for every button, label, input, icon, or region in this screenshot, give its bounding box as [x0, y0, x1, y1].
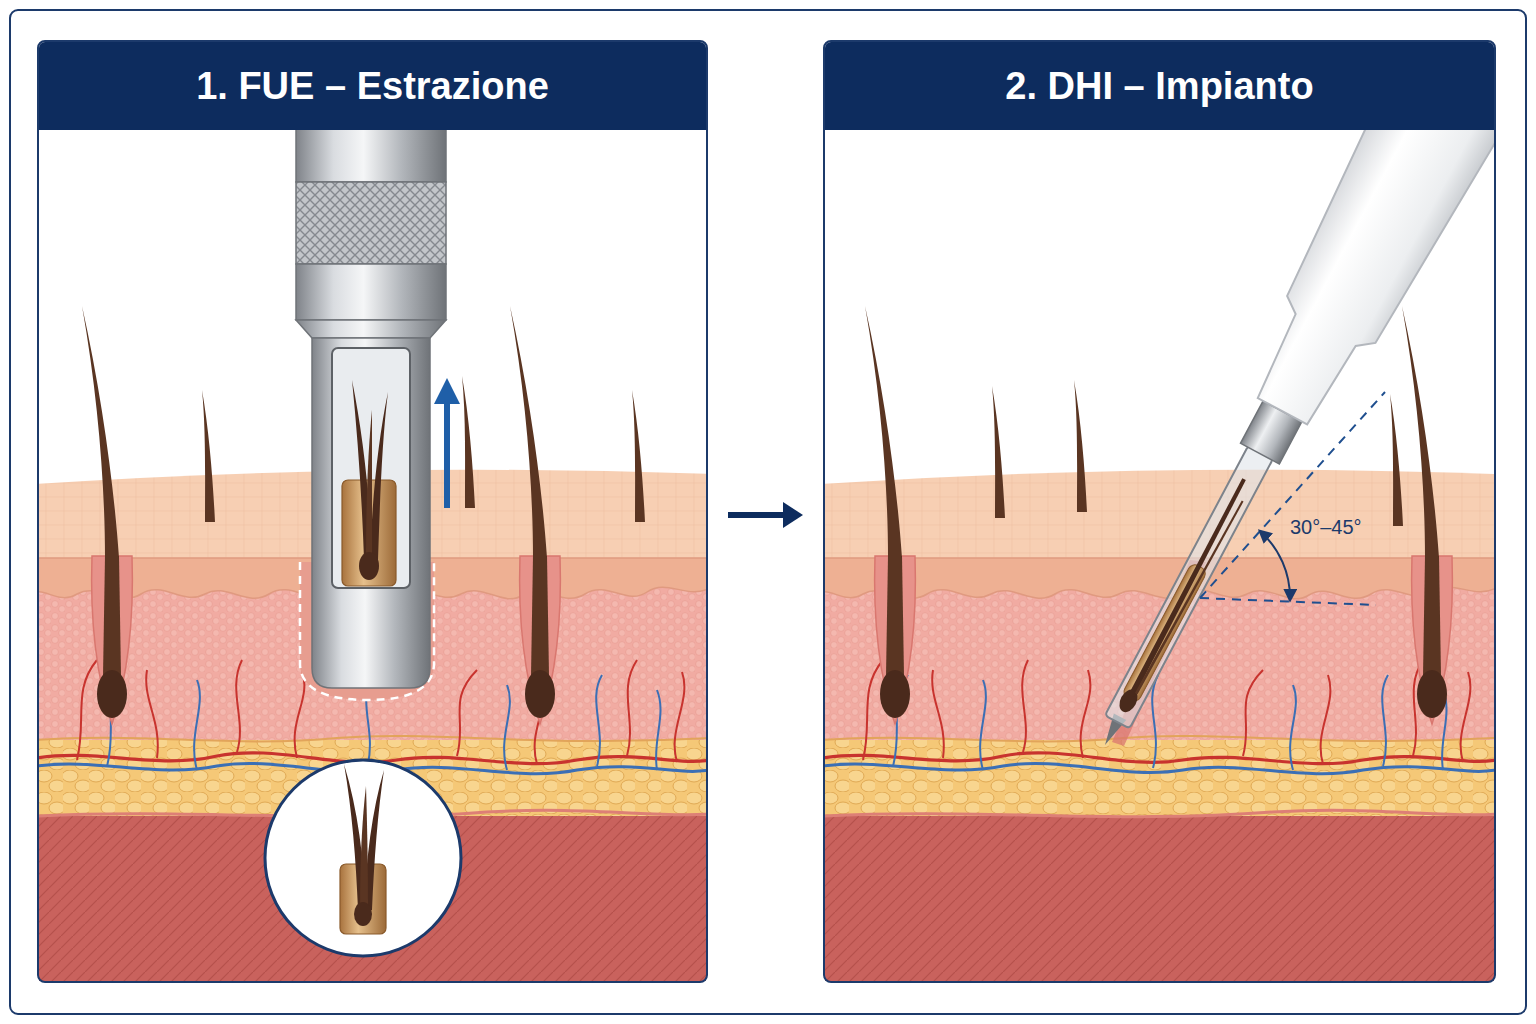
- panel-title: 2. DHI – Impianto: [1005, 65, 1313, 108]
- angle-arc: [1260, 531, 1290, 600]
- panel-header: 2. DHI – Impianto: [825, 42, 1494, 130]
- panel-title: 1. FUE – Estrazione: [196, 65, 549, 108]
- panel-header: 1. FUE – Estrazione: [39, 42, 706, 130]
- flow-arrow: [728, 502, 803, 528]
- hair-shaft: [462, 376, 475, 508]
- hair-follicle: [865, 306, 915, 724]
- panel-box: 1. FUE – Estrazione: [37, 40, 708, 983]
- skin-section: [825, 470, 1494, 981]
- outer-frame: [10, 10, 1526, 1014]
- punch-tool: [296, 128, 446, 688]
- extraction-arrow-head: [434, 378, 460, 404]
- hair-follicle: [1402, 306, 1452, 724]
- angle-guide: [1200, 392, 1385, 598]
- graft-inset: [265, 760, 461, 956]
- dhi-illustration: [825, 128, 1494, 981]
- hair-follicle: [510, 306, 560, 724]
- hair-shaft: [1074, 380, 1087, 512]
- implanter-pen: [1041, 128, 1494, 779]
- hair-shaft: [632, 390, 645, 522]
- fue-illustration: [39, 128, 706, 981]
- extraction-arrow: [444, 400, 450, 508]
- hair-shaft: [1390, 394, 1403, 526]
- panel-box: 2. DHI – Impianto: [823, 40, 1496, 983]
- hair-shaft: [202, 390, 215, 522]
- angle-label: 30°–45°: [1287, 515, 1365, 540]
- hair-shaft: [992, 386, 1005, 518]
- angle-guide: [1200, 598, 1376, 605]
- graft-detail: [340, 764, 386, 934]
- hair-follicle: [82, 306, 132, 724]
